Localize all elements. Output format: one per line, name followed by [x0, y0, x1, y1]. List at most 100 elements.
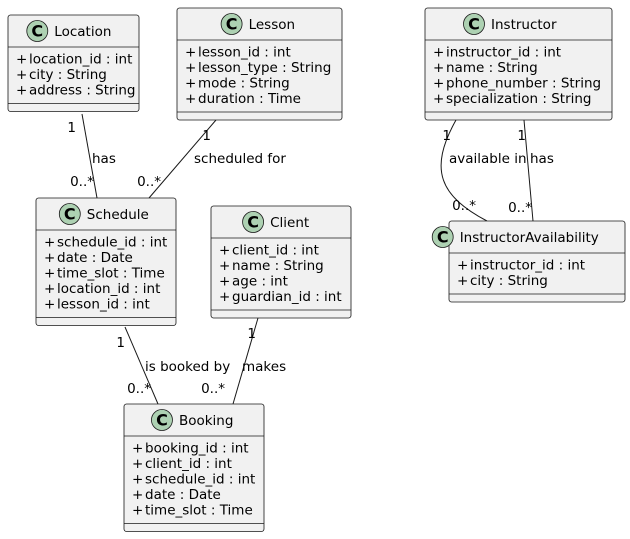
public-visibility-marker: +	[433, 60, 444, 76]
public-visibility-marker: +	[132, 503, 143, 519]
relation-line-client-booking[interactable]	[232, 317, 259, 405]
class-attribute: +client_id : int	[219, 243, 319, 259]
attribute-text: lesson_type : String	[198, 60, 331, 76]
attribute-text: address : String	[29, 83, 135, 99]
attribute-text: location_id : int	[29, 52, 132, 68]
public-visibility-marker: +	[219, 258, 230, 274]
class-attribute: +name : String	[433, 60, 538, 76]
relation-label: makes	[242, 359, 286, 375]
attribute-text: schedule_id : int	[57, 235, 167, 251]
class-attribute: +date : Date	[44, 250, 133, 266]
multiplicity-target: 0..*	[452, 198, 476, 214]
class-attribute: +instructor_id : int	[457, 258, 585, 274]
attribute-text: city : String	[470, 273, 548, 289]
multiplicity-target: 0..*	[137, 174, 161, 190]
public-visibility-marker: +	[16, 67, 27, 83]
public-visibility-marker: +	[185, 60, 196, 76]
class-attribute: +date : Date	[132, 487, 221, 503]
relation-line-instructor-availability-has[interactable]	[523, 119, 534, 222]
stereotype-letter: C	[64, 205, 76, 224]
class-instructor-availability[interactable]: C InstructorAvailability +instructor_id : …	[431, 220, 626, 303]
public-visibility-marker: +	[219, 274, 230, 290]
relation-line-lesson-schedule[interactable]	[148, 119, 217, 199]
multiplicity-source: 1	[202, 128, 211, 144]
public-visibility-marker: +	[44, 281, 55, 297]
class-attribute: +mode : String	[185, 76, 290, 92]
relation-label: has	[92, 151, 116, 167]
attribute-text: lesson_id : int	[198, 45, 291, 61]
public-visibility-marker: +	[219, 289, 230, 305]
attribute-text: date : Date	[57, 250, 133, 266]
class-name: Schedule	[87, 207, 149, 223]
relation-label: available in	[449, 151, 527, 167]
class-stereotype-icon: C	[431, 226, 454, 248]
multiplicity-target: 0..*	[508, 200, 532, 216]
class-attribute: +duration : Time	[185, 91, 301, 107]
multiplicity-target: 0..*	[70, 174, 94, 190]
attribute-text: instructor_id : int	[470, 258, 585, 274]
class-name: Booking	[179, 413, 233, 429]
attribute-text: client_id : int	[145, 456, 232, 472]
public-visibility-marker: +	[44, 250, 55, 266]
class-box	[210, 205, 352, 319]
class-name: InstructorAvailability	[460, 230, 599, 246]
class-attribute: +location_id : int	[44, 281, 160, 297]
public-visibility-marker: +	[433, 91, 444, 107]
stereotype-letter: C	[226, 15, 238, 34]
attribute-text: city : String	[29, 67, 107, 83]
class-attribute: +address : String	[16, 83, 135, 99]
attribute-text: guardian_id : int	[232, 289, 342, 305]
relation-label: scheduled for	[194, 151, 286, 167]
attribute-text: mode : String	[198, 76, 290, 92]
stereotype-letter: C	[156, 411, 168, 430]
attribute-text: name : String	[446, 60, 538, 76]
public-visibility-marker: +	[433, 76, 444, 92]
class-attribute: +time_slot : Time	[132, 503, 253, 519]
public-visibility-marker: +	[132, 441, 143, 457]
class-stereotype-icon: C	[151, 409, 173, 431]
attribute-text: phone_number : String	[446, 76, 601, 92]
class-attribute: +phone_number : String	[433, 76, 601, 92]
multiplicity-source: 1	[517, 128, 526, 144]
class-stereotype-icon: C	[26, 20, 49, 42]
relation-label: is booked by	[145, 359, 230, 375]
multiplicity-target: 0..*	[127, 381, 151, 397]
class-box	[176, 7, 343, 121]
class-attribute: +city : String	[16, 67, 107, 83]
public-visibility-marker: +	[457, 273, 468, 289]
attribute-text: date : Date	[145, 487, 221, 503]
relation-line-schedule-booking[interactable]	[124, 326, 159, 405]
class-box	[448, 220, 626, 303]
relation-line-instructor-availability-available[interactable]	[440, 119, 488, 222]
multiplicity-target: 0..*	[201, 381, 225, 397]
class-attribute: +schedule_id : int	[44, 235, 167, 251]
class-attribute: +city : String	[457, 273, 548, 289]
relation-line-location-schedule[interactable]	[81, 113, 98, 199]
attribute-text: schedule_id : int	[145, 472, 255, 488]
public-visibility-marker: +	[433, 45, 444, 61]
class-attribute: +booking_id : int	[132, 441, 249, 457]
attribute-text: lesson_id : int	[57, 297, 150, 313]
attribute-text: location_id : int	[57, 281, 160, 297]
class-attribute: +lesson_id : int	[44, 297, 150, 313]
relation-lesson-schedule: scheduled for 1 0..*	[137, 128, 286, 190]
class-stereotype-icon: C	[463, 13, 485, 35]
public-visibility-marker: +	[16, 83, 27, 99]
public-visibility-marker: +	[44, 235, 55, 251]
attribute-text: time_slot : Time	[57, 266, 165, 282]
public-visibility-marker: +	[132, 487, 143, 503]
class-attribute: +instructor_id : int	[433, 45, 561, 61]
relation-label: has	[530, 151, 554, 167]
class-attribute: +schedule_id : int	[132, 472, 255, 488]
public-visibility-marker: +	[185, 76, 196, 92]
